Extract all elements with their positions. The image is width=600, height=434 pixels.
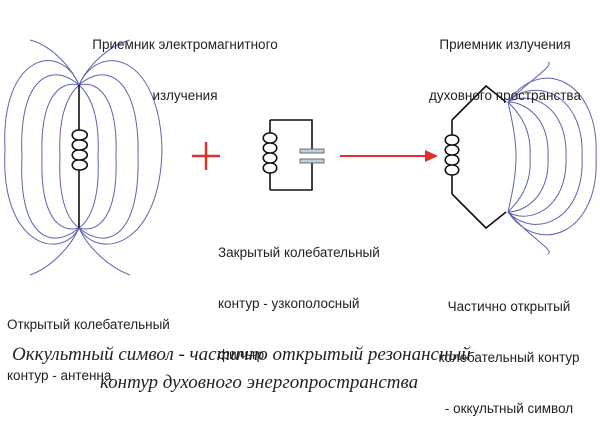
label-closed-circuit: Закрытый колебательный контур - узкополо…	[218, 210, 380, 380]
label-receiver-em-line2: излучения	[152, 88, 218, 103]
antenna-circuit	[71, 85, 89, 228]
transform-arrow	[340, 150, 438, 162]
symbol-field-lines	[507, 61, 597, 255]
label-receiver-spirit-line1: Приемник излучения	[439, 37, 571, 52]
label-open-circuit: Открытый колебательный контур - антенна	[7, 282, 170, 401]
caption-line1: Оккультный символ - частично открытый ре…	[12, 344, 471, 365]
occult-symbol-circuit	[444, 84, 507, 230]
closed-circuit	[262, 119, 313, 191]
label-closed-circuit-line1: Закрытый колебательный	[218, 245, 380, 260]
label-receiver-spirit: Приемник излучения духовного пространств…	[410, 2, 600, 121]
label-partial-circuit-line2: колебательный контур	[438, 350, 580, 365]
label-receiver-spirit-line2: духовного пространства	[429, 88, 581, 103]
caption-line2: контур духовного энергопространства	[100, 372, 419, 393]
label-partial-circuit-line3: - оккультный символ	[444, 401, 574, 416]
label-closed-circuit-line3: фильтр	[218, 347, 265, 362]
label-open-circuit-line1: Открытый колебательный	[7, 317, 170, 332]
antenna-field-lines	[4, 39, 163, 276]
label-open-circuit-line2: контур - антенна	[7, 368, 112, 383]
label-receiver-em: Приемник электромагнитного излучения	[70, 2, 300, 121]
label-closed-circuit-line2: контур - узкополосный	[218, 296, 360, 311]
capacitor-icon	[299, 148, 325, 164]
label-receiver-em-line1: Приемник электромагнитного	[92, 37, 278, 52]
plus-sign	[192, 142, 220, 170]
diagram-canvas	[4, 39, 597, 276]
label-partial-circuit-line1: Частично открытый	[447, 299, 571, 314]
